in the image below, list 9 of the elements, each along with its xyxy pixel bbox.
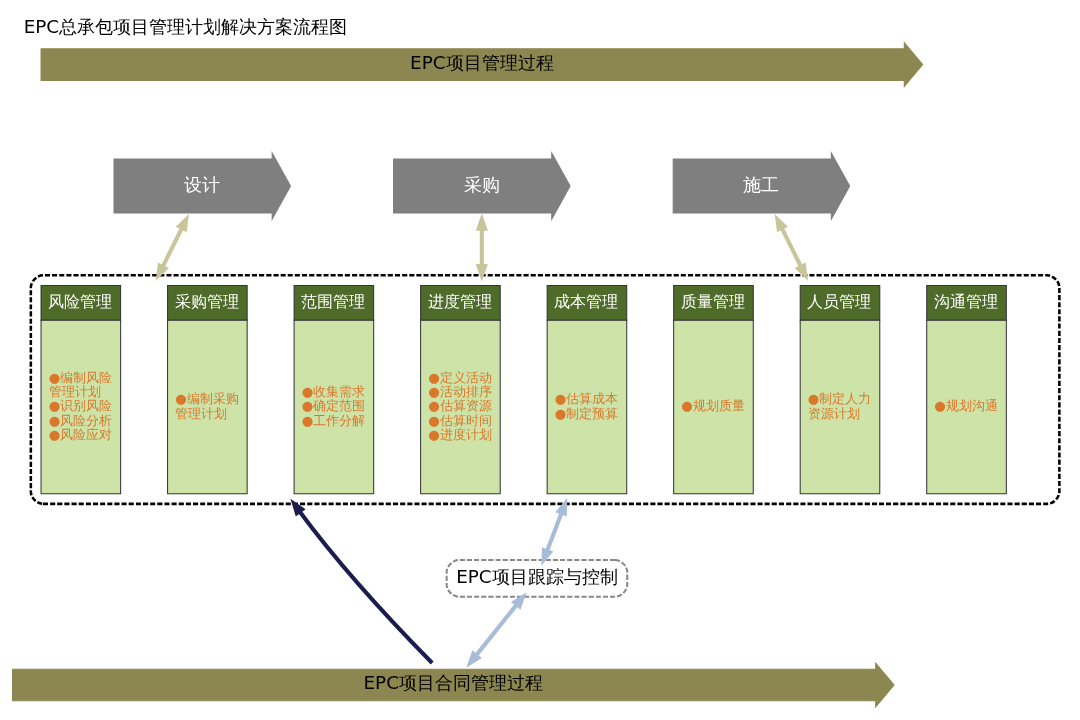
arrow	[475, 212, 488, 281]
arrow	[541, 497, 568, 566]
arrow	[155, 213, 189, 281]
arrow	[290, 498, 434, 664]
arrow	[774, 213, 808, 281]
diagram-title: EPC总承包项目管理计划解决方案流程图	[23, 15, 348, 37]
cluster	[29, 273, 1061, 505]
arrow	[466, 591, 527, 668]
node-box: EPC项目跟踪与控制	[445, 558, 629, 598]
